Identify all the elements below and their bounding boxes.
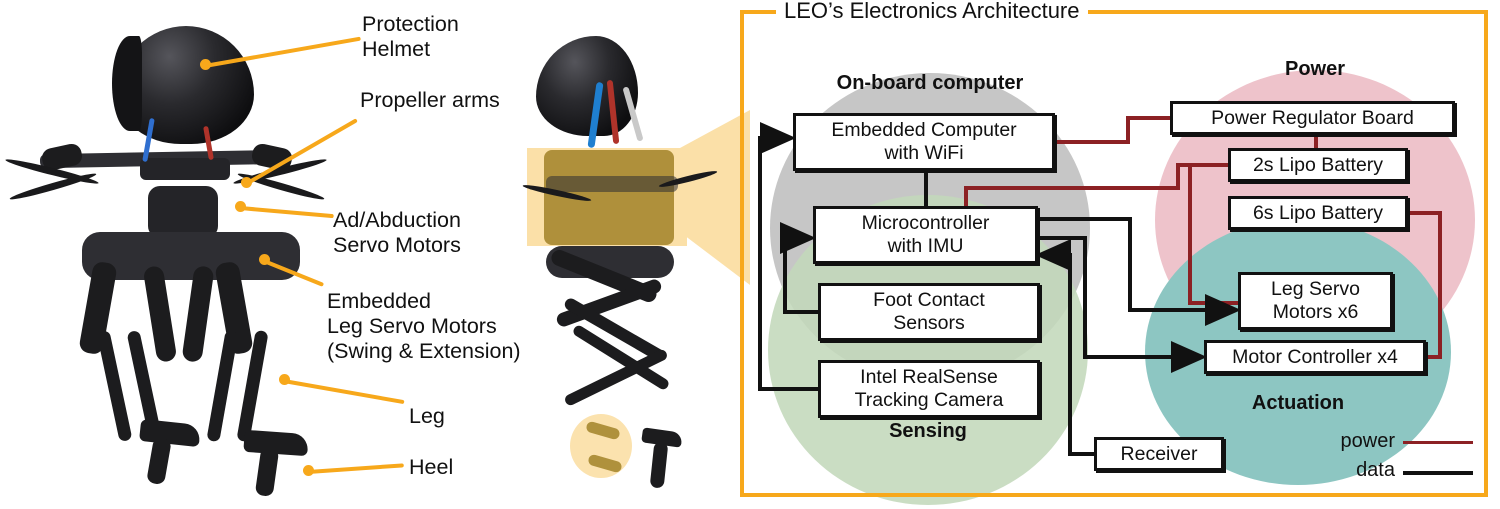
leader-dot-leg <box>279 374 290 385</box>
helmet-visor-icon <box>112 36 142 131</box>
legend-line-data <box>1403 471 1473 475</box>
robot-side-photo <box>522 0 750 509</box>
box-receiver[interactable]: Receiver <box>1094 437 1224 471</box>
box-leg-servo-motors[interactable]: Leg Servo Motors x6 <box>1238 272 1393 330</box>
leader-dot-legservo <box>259 254 270 265</box>
annotation-ad-abduction-servo-motors: Ad/Abduction Servo Motors <box>333 208 461 257</box>
left-shank <box>96 329 133 443</box>
legend-label-data: data <box>1356 459 1395 481</box>
boom-side <box>546 176 678 192</box>
robot-photo-panel: Protection Helmet Propeller arms Ad/Abdu… <box>0 0 750 509</box>
side-heel <box>649 441 669 489</box>
right-heel <box>254 446 280 498</box>
group-title-on-board-computer: On-board computer <box>836 72 1024 94</box>
right-shank <box>206 329 239 443</box>
left-heel <box>146 436 172 486</box>
box-intel-realsense-camera[interactable]: Intel RealSense Tracking Camera <box>818 360 1040 418</box>
connector-wires <box>758 116 1442 456</box>
box-2s-lipo-battery[interactable]: 2s Lipo Battery <box>1228 148 1408 182</box>
box-foot-contact-sensors[interactable]: Foot Contact Sensors <box>818 283 1040 341</box>
robot-front-photo <box>0 0 330 509</box>
helmet-shell-side-icon <box>536 36 638 136</box>
annotation-embedded-leg-servo-motors: Embedded Leg Servo Motors (Swing & Exten… <box>327 289 521 363</box>
leader-dot-heel <box>303 465 314 476</box>
group-title-power: Power <box>1284 58 1346 80</box>
legend-label-power: power <box>1340 430 1395 452</box>
annotation-protection-helmet: Protection Helmet <box>362 12 459 61</box>
annotation-propeller-arms: Propeller arms <box>360 88 500 112</box>
diagram-frame <box>740 10 1488 497</box>
box-microcontroller[interactable]: Microcontroller with IMU <box>813 206 1038 264</box>
camera-module <box>140 158 230 180</box>
box-6s-lipo-battery[interactable]: 6s Lipo Battery <box>1228 196 1408 230</box>
diagram-title: LEO’s Electronics Architecture <box>776 0 1088 24</box>
leader-dot-propeller <box>241 177 252 188</box>
annotation-leg: Leg <box>409 404 445 428</box>
leader-dot-helmet <box>200 59 211 70</box>
group-title-actuation: Actuation <box>1251 392 1345 414</box>
electronics-architecture-diagram: LEO’s Electronics Architecture On-board … <box>730 0 1500 509</box>
abduction-servo-block <box>148 186 218 238</box>
group-title-sensing: Sensing <box>889 420 967 442</box>
legend-line-power <box>1403 441 1473 444</box>
box-motor-controller[interactable]: Motor Controller x4 <box>1204 340 1426 374</box>
box-power-regulator-board[interactable]: Power Regulator Board <box>1170 101 1455 135</box>
box-embedded-computer[interactable]: Embedded Computer with WiFi <box>793 113 1055 171</box>
leader-dot-abduction <box>235 201 246 212</box>
annotation-heel: Heel <box>409 455 454 479</box>
